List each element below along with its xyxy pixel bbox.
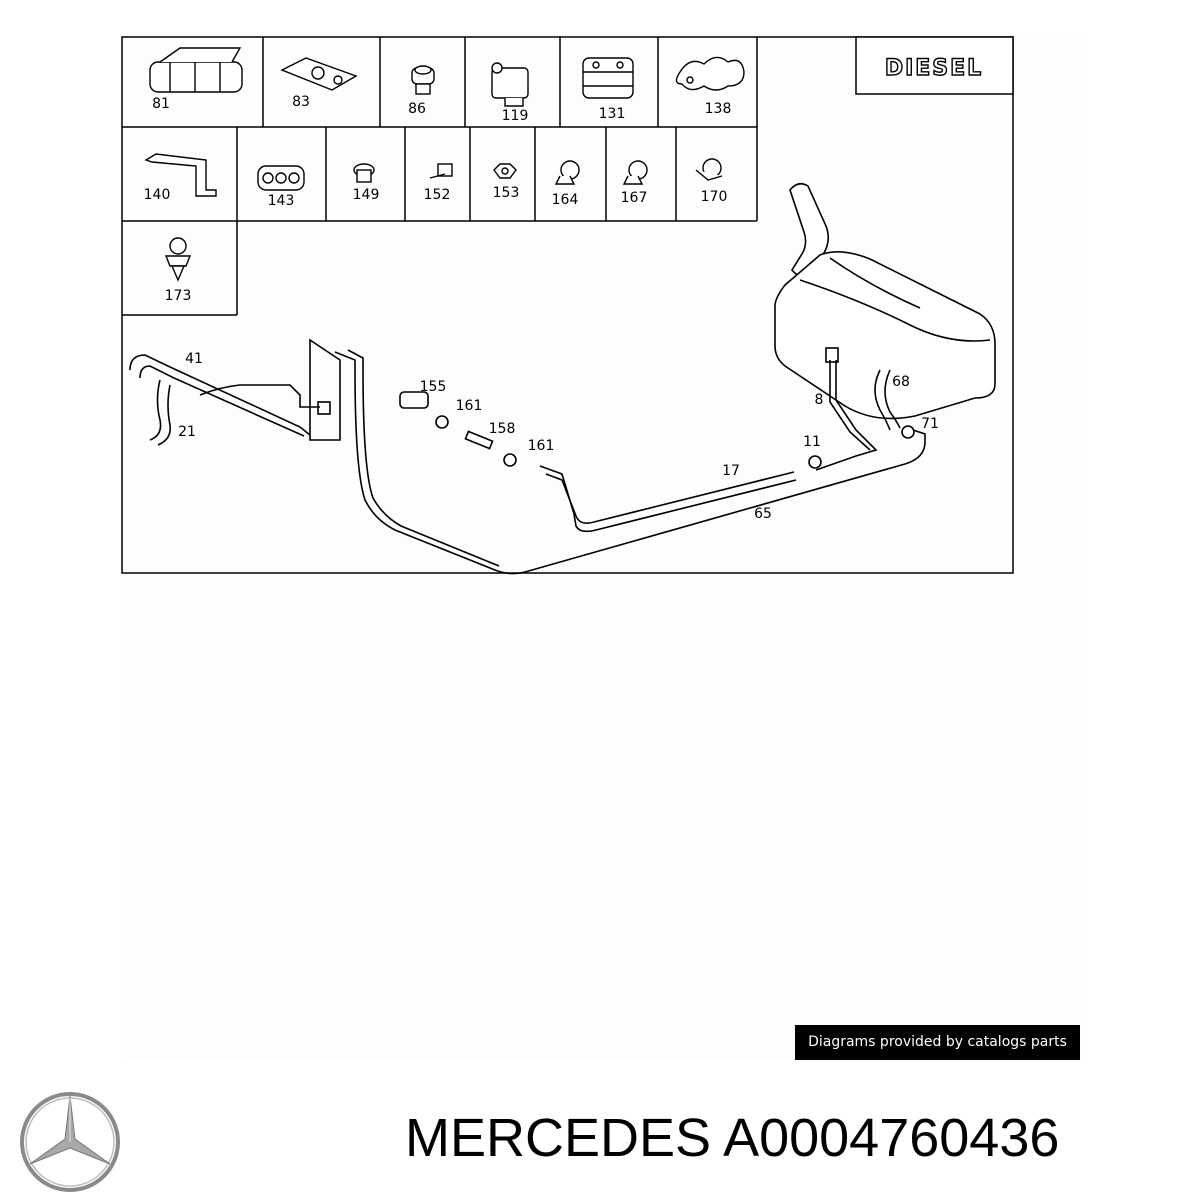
triple-holder-icon [257,165,305,191]
parts-grid-lines [122,37,758,316]
callout-label: 161 [528,438,555,454]
part-label: 119 [502,108,529,124]
hose-clip-icon [554,160,580,185]
part-label: 140 [144,187,171,203]
callout-label: 41 [185,351,203,367]
screw-icon [429,163,453,179]
part-label: 173 [165,288,192,304]
part-label: 170 [701,189,728,205]
part-label: 138 [705,101,732,117]
rubber-block-icon [582,57,634,99]
callout-label: 65 [754,506,772,522]
bracket-icon [144,153,217,197]
push-clip-icon [164,237,192,282]
diesel-badge: DIESEL [885,56,983,81]
grommet-icon [353,163,375,183]
part-label: 152 [424,187,451,203]
part-label: 149 [353,187,380,203]
rubber-block-icon [675,56,745,91]
bracket-icon [149,47,243,93]
callout-label: 158 [489,421,516,437]
callout-label: 155 [420,379,447,395]
mercedes-star-logo [20,1092,120,1192]
part-label: 153 [493,185,520,201]
grommet-icon [411,65,435,95]
part-label: 81 [152,96,170,112]
callout-label: 17 [722,463,740,479]
part-label: 131 [599,106,626,122]
callout-label: 161 [456,398,483,414]
callout-label: 8 [815,392,824,408]
callout-label: 11 [803,434,821,450]
part-label: 167 [621,190,648,206]
clamp-plate-icon [280,57,358,91]
callout-label: 71 [921,416,939,432]
part-label: 143 [268,193,295,209]
hose-clip-icon [622,160,648,185]
callout-label: 21 [178,424,196,440]
hose-clip-icon [695,158,723,181]
part-label: 86 [408,101,426,117]
page-title: MERCEDES A0004760436 [405,1108,1060,1168]
diagram-frame [121,36,1014,574]
part-label: 83 [292,94,310,110]
nut-icon [493,163,517,179]
credit-banner: Diagrams provided by catalogs parts [795,1025,1080,1060]
part-label: 164 [552,192,579,208]
diesel-badge-box [855,36,1014,95]
fuel-lines [129,338,926,575]
clip-icon [491,62,529,107]
diagram-sheet [122,34,1082,1060]
callout-label: 68 [892,374,910,390]
